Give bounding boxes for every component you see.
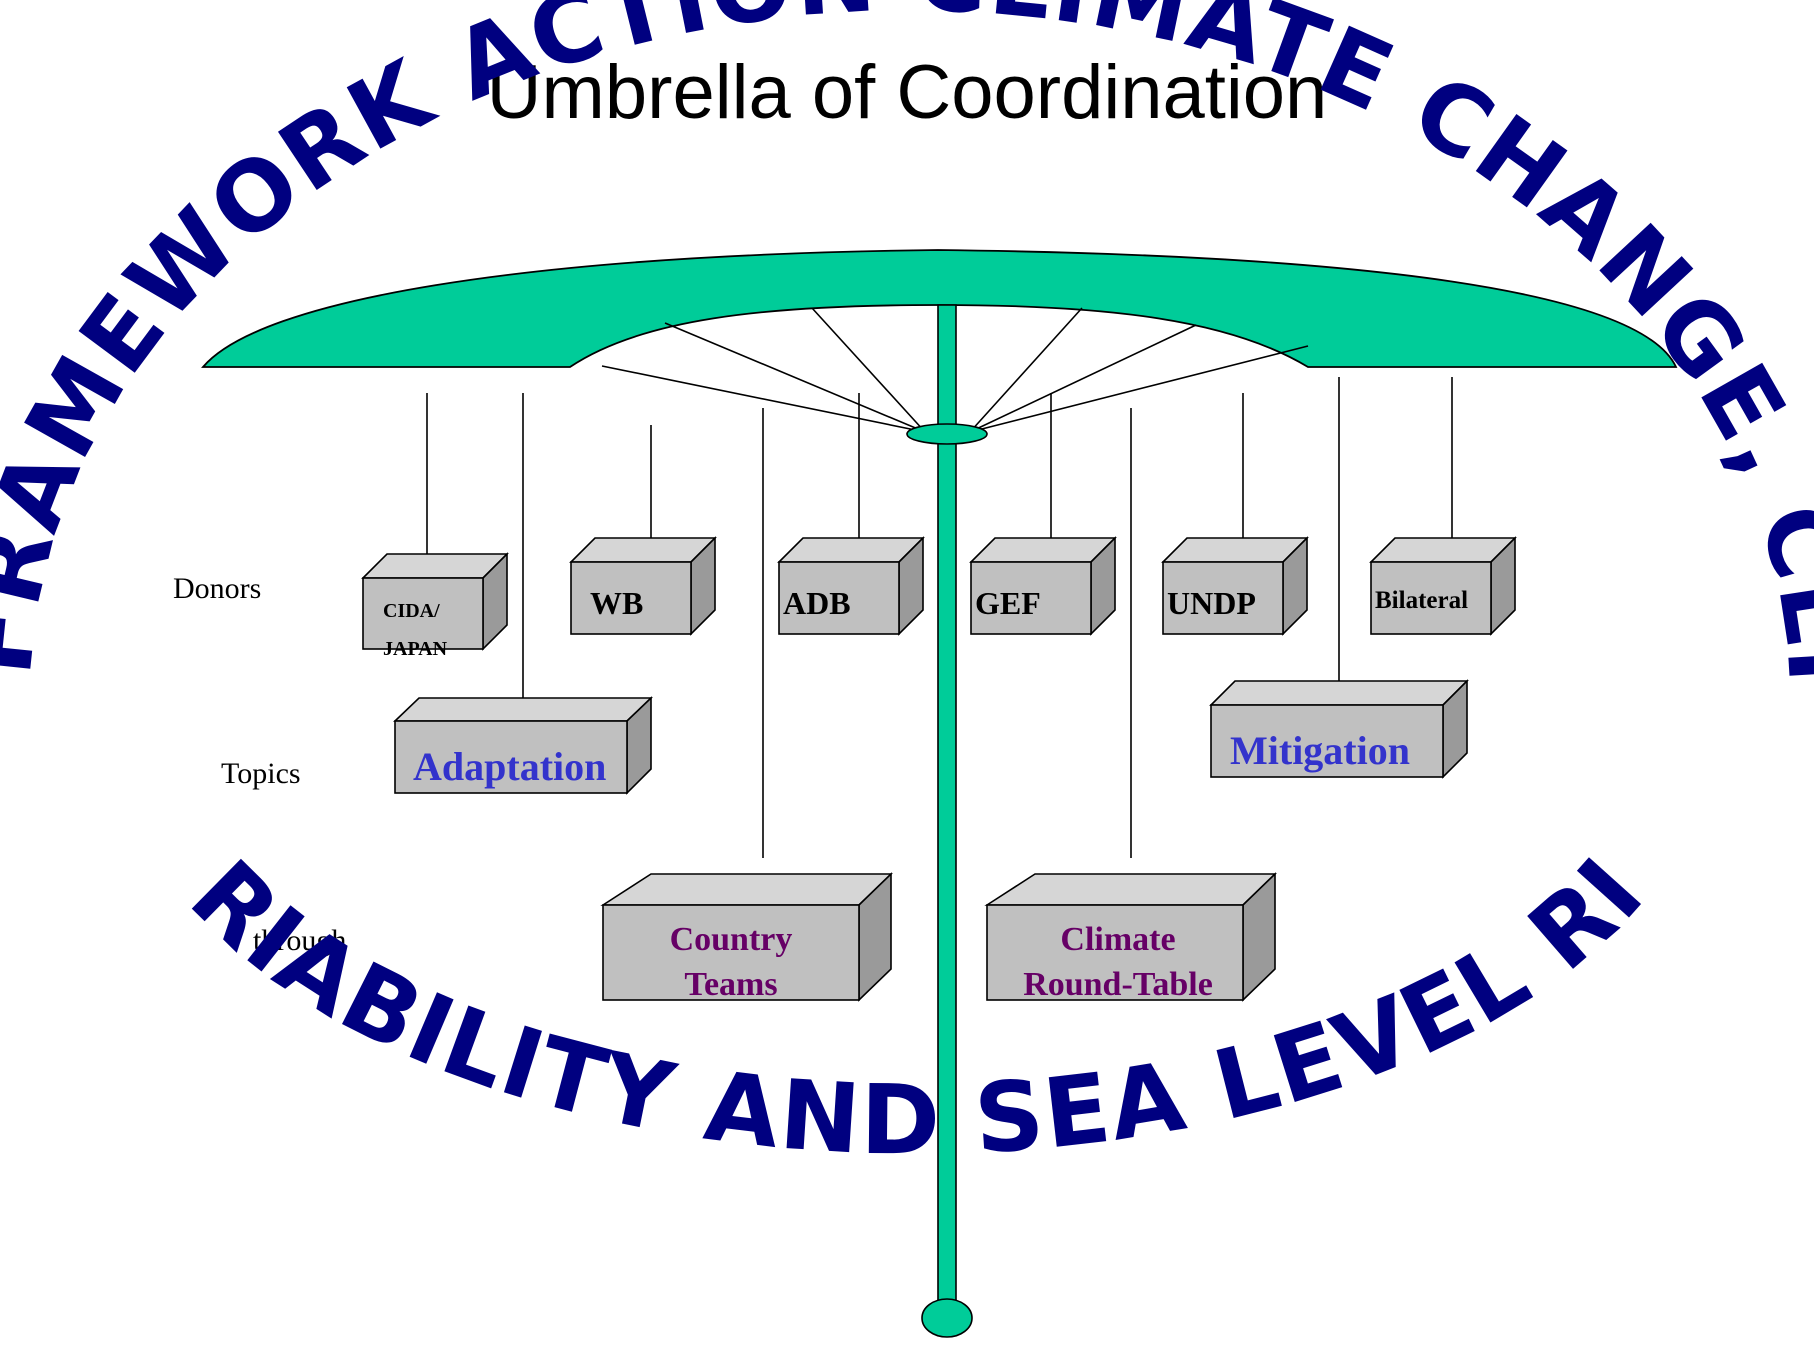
channel-label: Round-Table xyxy=(1023,966,1213,1003)
donor-label: ADB xyxy=(783,585,851,621)
donor-box-adb: ADB xyxy=(777,536,925,636)
spoke xyxy=(969,307,1083,433)
hanging-strings xyxy=(426,377,1453,858)
channel-box-country-teams: Country Teams xyxy=(600,872,893,1003)
topic-box-adaptation: Adaptation xyxy=(393,696,653,795)
spoke xyxy=(664,322,926,433)
topic-label: Mitigation xyxy=(1230,728,1410,773)
row-label-through: through xyxy=(253,924,346,957)
umbrella-spokes xyxy=(601,307,1309,433)
channel-box-climate-roundtable: Climate Round-Table xyxy=(984,872,1277,1003)
row-label-topics: Topics xyxy=(221,757,301,790)
donor-box-cida: CIDA/ JAPAN xyxy=(361,552,509,660)
umbrella-canopy xyxy=(201,249,1678,368)
donor-label: CIDA/ xyxy=(383,600,440,622)
topic-label: Adaptation xyxy=(413,744,606,789)
donor-box-bilateral: Bilateral xyxy=(1369,536,1517,636)
spoke xyxy=(969,324,1197,433)
donor-box-undp: UNDP xyxy=(1161,536,1309,636)
donor-label: GEF xyxy=(975,585,1041,621)
donor-box-gef: GEF xyxy=(969,536,1117,636)
channel-label: Teams xyxy=(684,966,777,1003)
row-label-donors: Donors xyxy=(173,572,261,605)
donor-label: Bilateral xyxy=(1375,587,1468,614)
donor-label: WB xyxy=(590,585,643,621)
spoke xyxy=(601,365,926,433)
page-title: Umbrella of Coordination xyxy=(487,50,1328,135)
donor-label: UNDP xyxy=(1167,585,1256,621)
umbrella-hub xyxy=(906,423,988,445)
topic-box-mitigation: Mitigation xyxy=(1209,679,1469,779)
spoke xyxy=(969,345,1309,433)
umbrella-handle xyxy=(921,1298,973,1338)
spoke xyxy=(811,307,926,433)
donor-label: JAPAN xyxy=(383,638,448,660)
donor-box-wb: WB xyxy=(569,536,717,636)
channel-label: Climate xyxy=(1060,921,1175,958)
channel-label: Country xyxy=(670,921,793,958)
